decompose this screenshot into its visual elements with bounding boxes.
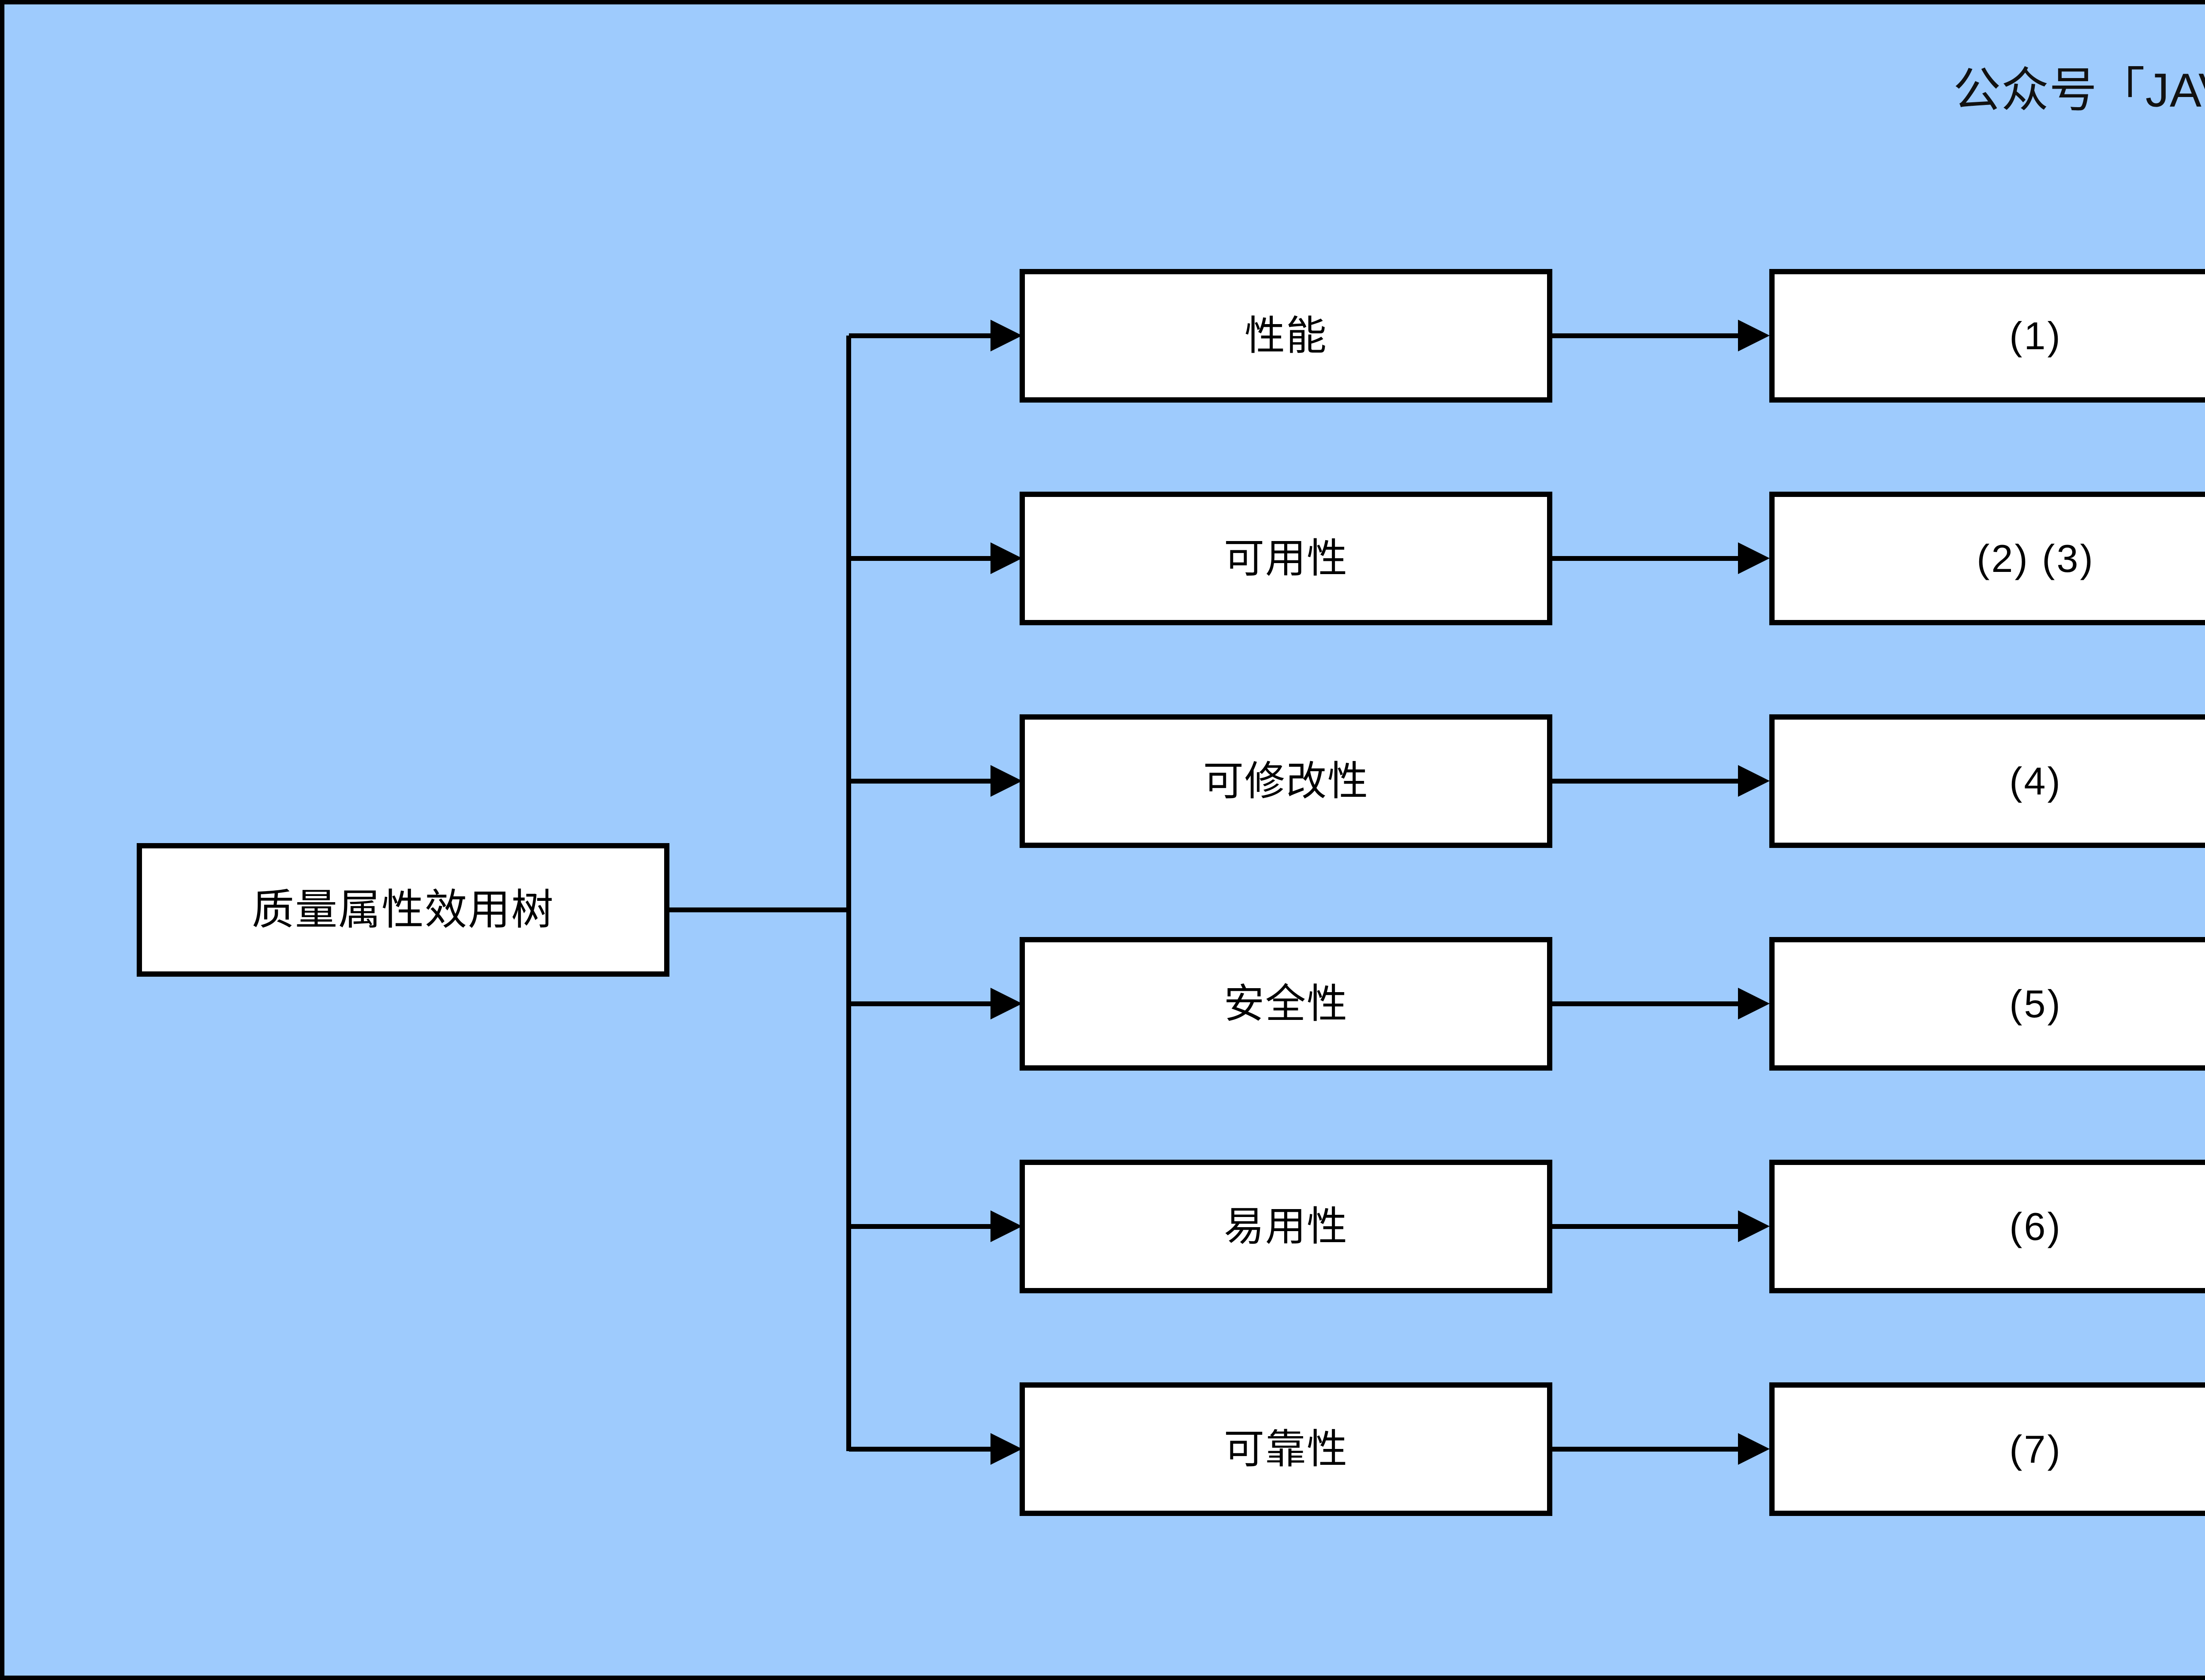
branch-line-5 bbox=[849, 1224, 992, 1229]
branch-line-4 bbox=[849, 1001, 992, 1006]
header-title: 公众号「JAVA前线」 bbox=[1953, 63, 2205, 117]
scenario-node-2[interactable]: (2) (3) bbox=[1769, 492, 2205, 625]
leaf-line-2 bbox=[1552, 556, 1740, 561]
leaf-arrow-4-icon bbox=[1738, 988, 1770, 1019]
root-node[interactable]: 质量属性效用树 bbox=[137, 843, 669, 977]
attribute-node-3-label: 可修改性 bbox=[1203, 758, 1369, 804]
attribute-node-1-label: 性能 bbox=[1244, 313, 1327, 358]
attribute-node-5[interactable]: 易用性 bbox=[1020, 1160, 1552, 1293]
attribute-node-2-label: 可用性 bbox=[1223, 536, 1348, 581]
attribute-node-4-label: 安全性 bbox=[1223, 981, 1348, 1027]
leaf-line-5 bbox=[1552, 1224, 1740, 1229]
attribute-node-2[interactable]: 可用性 bbox=[1020, 492, 1552, 625]
branch-arrow-4-icon bbox=[990, 988, 1022, 1019]
branch-arrow-3-icon bbox=[990, 765, 1022, 797]
leaf-line-6 bbox=[1552, 1447, 1740, 1452]
branch-line-1 bbox=[849, 333, 992, 338]
scenario-node-5-label: (6) bbox=[2009, 1204, 2062, 1248]
branch-arrow-2-icon bbox=[990, 542, 1022, 574]
scenario-node-2-label: (2) (3) bbox=[1977, 536, 2095, 580]
scenario-node-3[interactable]: (4) bbox=[1769, 714, 2205, 848]
leaf-line-4 bbox=[1552, 1001, 1740, 1006]
leaf-arrow-6-icon bbox=[1738, 1433, 1770, 1465]
attribute-node-3[interactable]: 可修改性 bbox=[1020, 714, 1552, 848]
root-connector-stub bbox=[669, 907, 851, 912]
attribute-node-6[interactable]: 可靠性 bbox=[1020, 1382, 1552, 1516]
scenario-node-4-label: (5) bbox=[2009, 982, 2062, 1026]
leaf-arrow-2-icon bbox=[1738, 542, 1770, 574]
root-node-label: 质量属性效用树 bbox=[252, 886, 554, 933]
branch-arrow-6-icon bbox=[990, 1433, 1022, 1465]
attribute-node-5-label: 易用性 bbox=[1223, 1204, 1348, 1249]
scenario-node-6[interactable]: (7) bbox=[1769, 1382, 2205, 1516]
attribute-node-4[interactable]: 安全性 bbox=[1020, 937, 1552, 1071]
scenario-node-1[interactable]: (1) bbox=[1769, 269, 2205, 403]
scenario-node-6-label: (7) bbox=[2009, 1427, 2062, 1471]
attribute-node-1[interactable]: 性能 bbox=[1020, 269, 1552, 403]
scenario-node-4[interactable]: (5) bbox=[1769, 937, 2205, 1071]
branch-arrow-1-icon bbox=[990, 320, 1022, 351]
leaf-arrow-1-icon bbox=[1738, 320, 1770, 351]
leaf-line-1 bbox=[1552, 333, 1740, 338]
branch-line-2 bbox=[849, 556, 992, 561]
attribute-node-6-label: 可靠性 bbox=[1223, 1426, 1348, 1472]
tree-trunk-line bbox=[846, 336, 851, 1451]
branch-line-3 bbox=[849, 779, 992, 784]
scenario-node-1-label: (1) bbox=[2009, 314, 2062, 358]
scenario-node-3-label: (4) bbox=[2009, 759, 2062, 803]
leaf-arrow-3-icon bbox=[1738, 765, 1770, 797]
leaf-arrow-5-icon bbox=[1738, 1210, 1770, 1242]
scenario-node-5[interactable]: (6) bbox=[1769, 1160, 2205, 1293]
leaf-line-3 bbox=[1552, 779, 1740, 784]
branch-arrow-5-icon bbox=[990, 1210, 1022, 1242]
branch-line-6 bbox=[849, 1447, 992, 1452]
